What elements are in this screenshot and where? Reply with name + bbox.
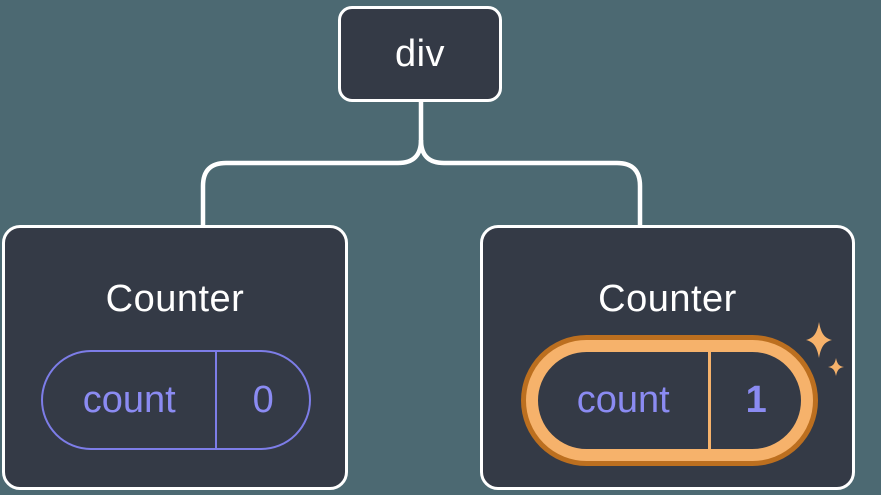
state-value: 0 [252, 378, 274, 421]
sparkles-icon [806, 322, 844, 376]
sparkle-small-icon [828, 358, 844, 376]
card-title: Counter [598, 278, 737, 320]
counter-card-right: Counter count 1 [480, 225, 855, 490]
sparkle-large-icon [806, 322, 832, 358]
state-value: 1 [745, 379, 767, 421]
root-node: div [338, 6, 502, 102]
state-key-label: count [43, 352, 218, 448]
state-key-label: count [538, 352, 712, 449]
root-node-label: div [394, 32, 446, 75]
state-pill-highlighted: count 1 [526, 340, 813, 461]
state-pill: count 0 [41, 350, 311, 450]
counter-card-left: Counter count 0 [2, 225, 348, 490]
card-title: Counter [105, 278, 245, 320]
